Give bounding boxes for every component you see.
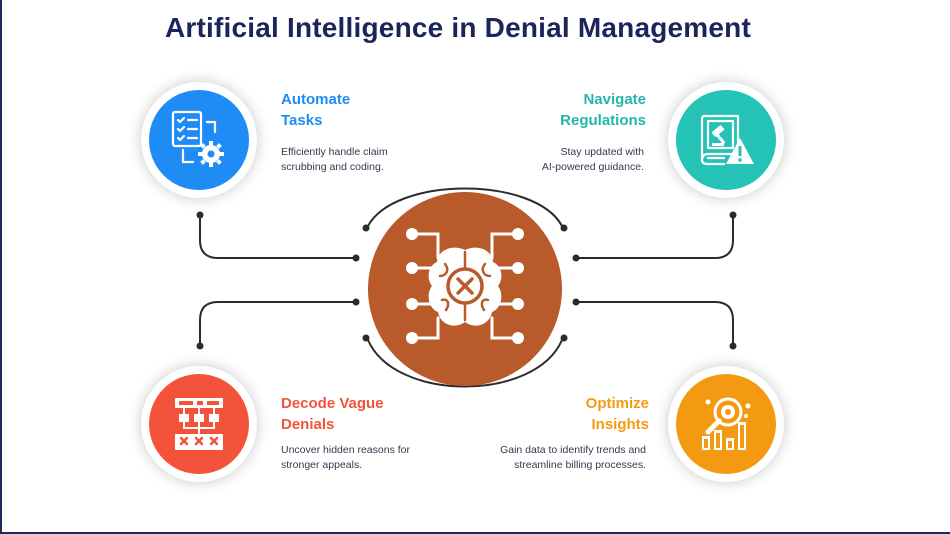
navigate-desc-line2: AI-powered guidance. [541, 161, 644, 173]
wire-automate [199, 216, 354, 259]
wire-dot [352, 298, 360, 306]
automate-heading-line1: Automate [281, 91, 351, 108]
wire-dot [572, 254, 580, 262]
automate-description: Efficiently handle claim scrubbing and c… [281, 145, 388, 175]
automate-desc-line1: Efficiently handle claim [281, 146, 388, 158]
flowchart-denied-icon [175, 398, 223, 450]
checklist-gear-icon [171, 110, 224, 167]
bottom-border-line [0, 532, 950, 534]
automate-desc-line2: scrubbing and coding. [281, 161, 384, 173]
optimize-node [668, 366, 784, 482]
wire-dot [560, 334, 568, 342]
optimize-heading-line1: Optimize [585, 395, 649, 412]
optimize-disc [676, 374, 776, 474]
optimize-description: Gain data to identify trends and streaml… [440, 443, 646, 473]
ai-hub [368, 192, 562, 386]
wire-decode [199, 301, 354, 345]
wire-optimize [578, 301, 734, 345]
hub-arc-bottom [367, 339, 563, 388]
page-title: Artificial Intelligence in Denial Manage… [164, 12, 752, 43]
automate-heading: Automate Tasks [281, 89, 350, 131]
optimize-desc-line1: Gain data to identify trends and [500, 444, 646, 456]
automate-disc [149, 90, 249, 190]
navigate-desc-line1: Stay updated with [560, 146, 644, 158]
navigate-description: Stay updated with AI-powered guidance. [446, 145, 644, 175]
optimize-heading: Optimize Insights [470, 393, 649, 435]
decode-desc-line2: stronger appeals. [281, 459, 363, 471]
left-border-line [0, 0, 2, 534]
decode-description: Uncover hidden reasons for stronger appe… [281, 443, 410, 473]
decode-heading-line1: Decode Vague [281, 395, 384, 412]
navigate-heading-line2: Regulations [560, 112, 646, 129]
wire-dot [572, 298, 580, 306]
navigate-heading: Navigate Regulations [470, 89, 646, 131]
wire-dot [729, 342, 737, 350]
analytics-magnifier-icon [702, 397, 751, 450]
navigate-heading-line1: Navigate [583, 91, 646, 108]
automate-heading-line2: Tasks [281, 112, 323, 129]
decode-desc-line1: Uncover hidden reasons for [281, 444, 410, 456]
wire-dot [362, 224, 370, 232]
wire-dot [352, 254, 360, 262]
ai-brain-denied-icon [406, 228, 524, 344]
law-book-warning-icon [700, 114, 754, 166]
decode-node [141, 366, 257, 482]
wire-dot [560, 224, 568, 232]
navigate-node [668, 82, 784, 198]
decode-disc [149, 374, 249, 474]
wire-dot [196, 211, 204, 219]
wire-dot [362, 334, 370, 342]
navigate-disc [676, 90, 776, 190]
optimize-desc-line2: streamline billing processes. [514, 459, 646, 471]
wire-dot [196, 342, 204, 350]
decode-heading: Decode Vague Denials [281, 393, 384, 435]
optimize-heading-line2: Insights [591, 416, 649, 433]
wire-dot [729, 211, 737, 219]
wire-navigate [578, 216, 734, 259]
decode-heading-line2: Denials [281, 416, 335, 433]
automate-node [141, 82, 257, 198]
hub-arc-top [367, 187, 563, 227]
